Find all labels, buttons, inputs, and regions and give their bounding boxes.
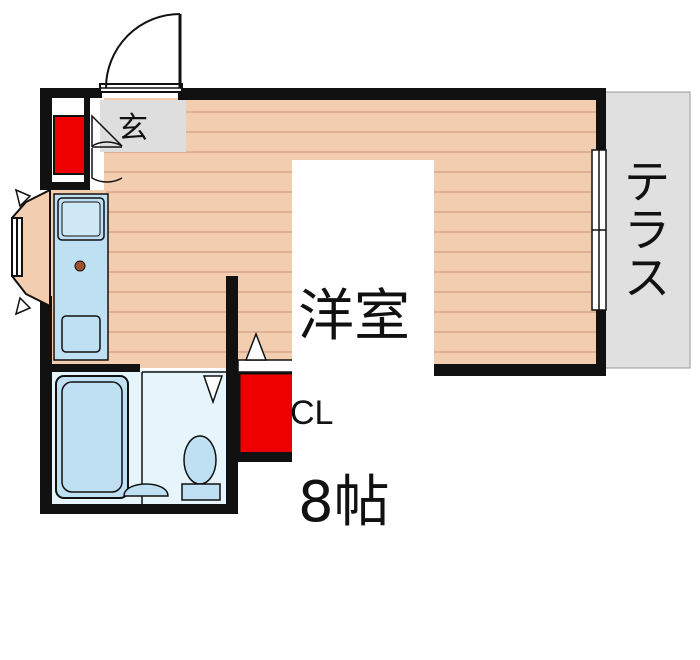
washbasin xyxy=(123,483,169,497)
bathtub-inner xyxy=(61,381,123,493)
toilet-tank xyxy=(181,483,221,501)
kitchen-sink-inner xyxy=(61,201,101,237)
terrace-char-2: ラ xyxy=(624,203,670,257)
western-room-name: 洋室 xyxy=(298,284,410,349)
terrace-label: テ ラ ス xyxy=(623,158,671,302)
terrace-char-1: テ xyxy=(624,155,670,209)
floor-plan: 洋室 8帖 玄 CL テ ラ ス xyxy=(11,13,691,534)
bay-window xyxy=(11,188,51,308)
stove-burner-icon xyxy=(74,260,86,272)
bathroom-door-marker xyxy=(202,375,224,405)
western-room-size: 8帖 xyxy=(298,470,390,535)
toilet-bowl xyxy=(183,435,217,485)
shoe-closet-door xyxy=(91,114,123,183)
shoe-closet xyxy=(53,115,87,175)
terrace-area xyxy=(603,91,691,369)
refrigerator-space xyxy=(61,315,101,353)
entrance-label: 玄 xyxy=(118,111,148,146)
bay-window-knobs xyxy=(14,188,32,316)
terrace-char-3: ス xyxy=(624,251,670,305)
closet-label: CL xyxy=(290,394,334,432)
entrance-door xyxy=(99,13,183,93)
terrace-window xyxy=(591,149,607,311)
